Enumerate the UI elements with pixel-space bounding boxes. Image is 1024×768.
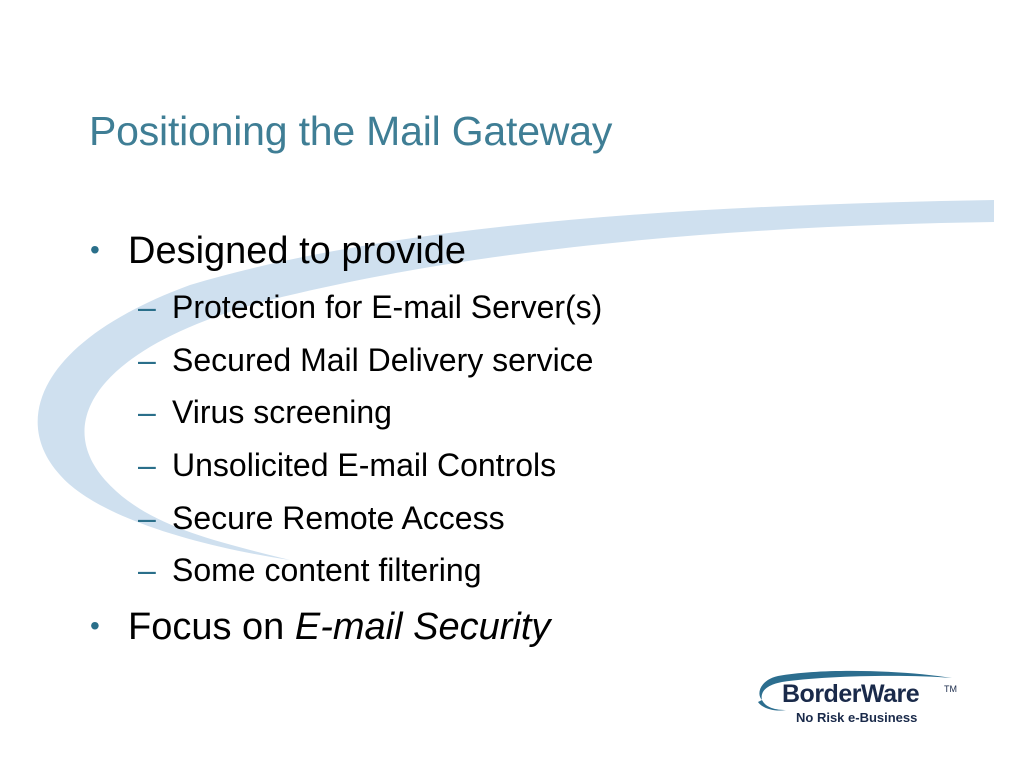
bullet-item: • Designed to provide	[90, 232, 466, 270]
logo-trademark: TM	[944, 684, 957, 694]
sub-bullet-glyph: –	[138, 342, 156, 378]
bullet-glyph: •	[90, 610, 100, 641]
bullet-item: • Focus on E-mail Security	[90, 608, 550, 646]
sub-bullet-item: –Secure Remote Access	[138, 502, 505, 534]
sub-bullet-glyph: –	[138, 552, 156, 588]
sub-bullet-glyph: –	[138, 289, 156, 325]
sub-bullet-item: –Protection for E-mail Server(s)	[138, 291, 602, 323]
sub-bullet-item: –Virus screening	[138, 396, 392, 428]
sub-bullet-text: Some content filtering	[172, 552, 482, 588]
sub-bullet-item: –Unsolicited E-mail Controls	[138, 449, 556, 481]
borderware-logo: BorderWare TM No Risk e-Business	[752, 668, 962, 730]
bullet-emphasis: E-mail Security	[294, 606, 551, 648]
bullet-text: Designed to provide	[128, 230, 466, 272]
sub-bullet-glyph: –	[138, 394, 156, 430]
sub-bullet-glyph: –	[138, 447, 156, 483]
sub-bullet-text: Secured Mail Delivery service	[172, 342, 594, 378]
sub-bullet-item: –Secured Mail Delivery service	[138, 344, 593, 376]
logo-tagline: No Risk e-Business	[796, 710, 918, 725]
bullet-glyph: •	[90, 234, 100, 265]
logo-arc-icon	[758, 670, 952, 711]
sub-bullet-text: Protection for E-mail Server(s)	[172, 289, 603, 325]
sub-bullet-item: –Some content filtering	[138, 554, 482, 586]
slide-title: Positioning the Mail Gateway	[89, 108, 613, 154]
bullet-text: Focus on	[128, 606, 295, 648]
sub-bullet-text: Virus screening	[172, 394, 392, 430]
sub-bullet-text: Unsolicited E-mail Controls	[172, 447, 557, 483]
sub-bullet-text: Secure Remote Access	[172, 500, 505, 536]
logo-name: BorderWare	[782, 680, 920, 708]
sub-bullet-glyph: –	[138, 500, 156, 536]
